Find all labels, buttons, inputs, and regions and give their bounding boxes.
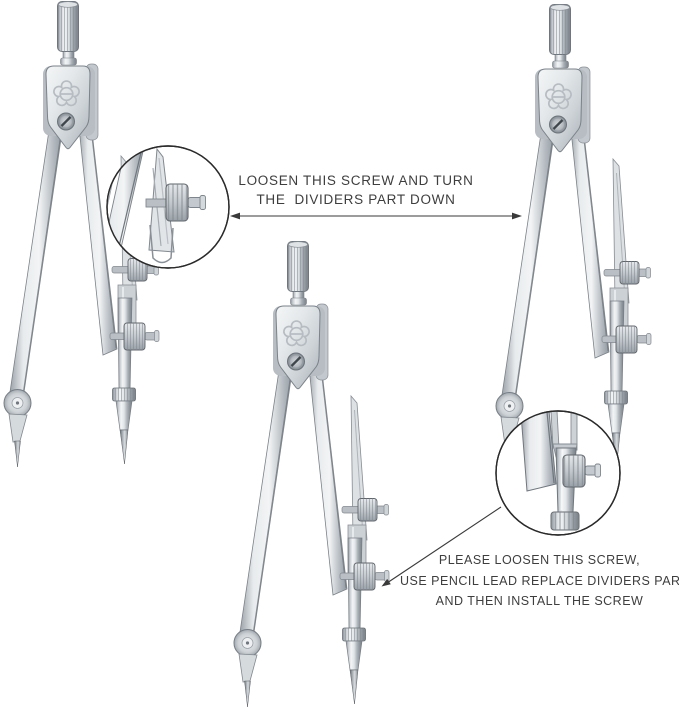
zoom-callout-left bbox=[106, 145, 230, 269]
bottom-note-line-3: AND THEN INSTALL THE SCREW bbox=[435, 594, 644, 608]
top-note-line-1: LOOSEN THIS SCREW AND TURN bbox=[238, 173, 474, 188]
bottom-instruction-note: PLEASE LOOSEN THIS SCREW, USE PENCIL LEA… bbox=[400, 550, 679, 612]
top-note-line-2: THE DIVIDERS PART DOWN bbox=[256, 192, 456, 207]
magnified-screw-stem bbox=[145, 198, 169, 208]
bottom-note-line-2: USE PENCIL LEAD REPLACE DIVIDERS PART bbox=[400, 573, 679, 588]
top-instruction-note: LOOSEN THIS SCREW AND TURN THE DIVIDERS … bbox=[176, 171, 536, 209]
right-compass bbox=[494, 3, 653, 472]
middle-compass bbox=[232, 240, 391, 707]
zoom-callout-right bbox=[495, 410, 621, 536]
bottom-note-line-1: PLEASE LOOSEN THIS SCREW, bbox=[438, 553, 641, 567]
pointer-arrow bbox=[381, 506, 502, 587]
double-arrow bbox=[230, 212, 522, 220]
